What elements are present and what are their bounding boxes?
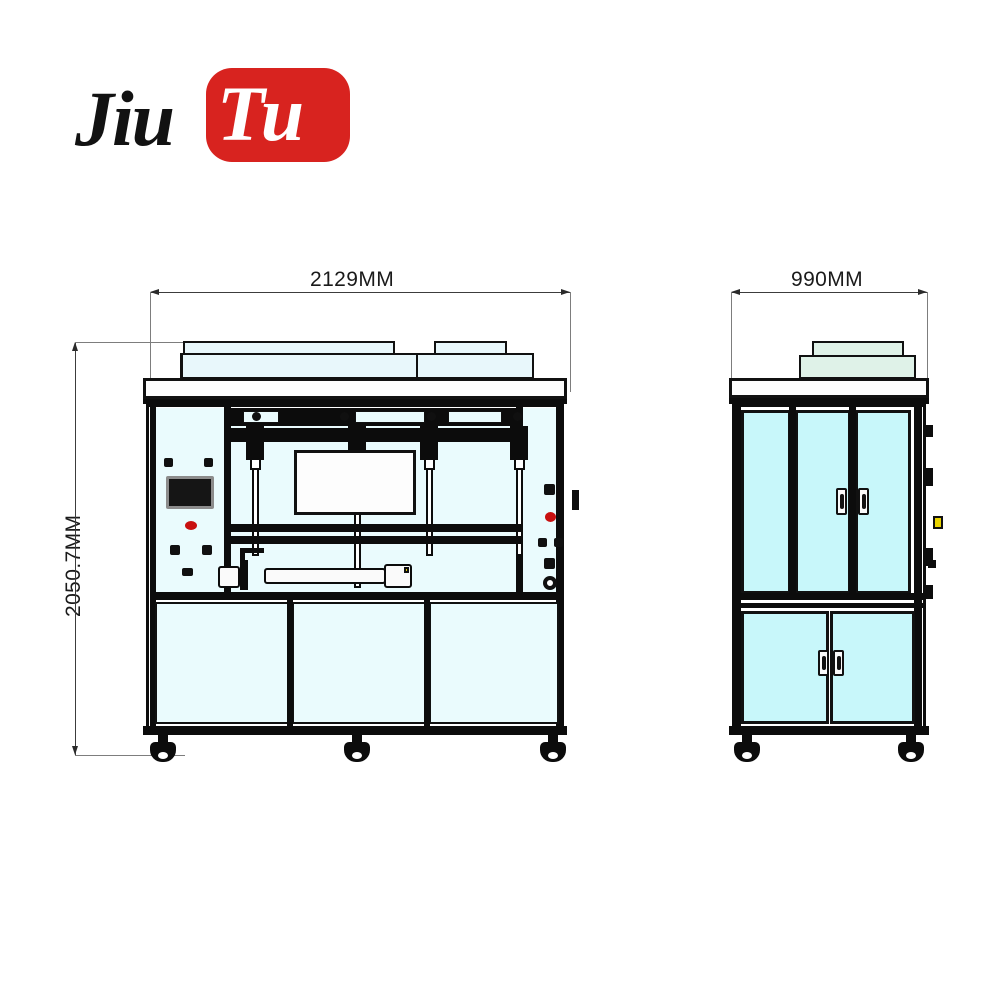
side-frame-column-right (914, 406, 922, 730)
extension-line-side-left (731, 292, 732, 392)
slide-indicator (404, 567, 409, 573)
right-button-2[interactable] (538, 538, 547, 547)
support-beam-lower (150, 592, 562, 600)
dimension-arrow-right (561, 289, 570, 295)
logo-text-tu: Tu (217, 70, 304, 157)
logo-text-jiu: Jiu (75, 75, 175, 162)
side-mullion-2 (849, 406, 856, 596)
dimension-front-width-label: 2129MM (310, 268, 395, 291)
slide-end-block (218, 566, 240, 588)
support-beam-mid (231, 536, 521, 544)
hmi-touchscreen[interactable] (166, 476, 214, 509)
brand-logo: Jiu Tu (75, 68, 350, 168)
gantry-lower-rail (231, 428, 517, 442)
side-mullion-1 (789, 406, 796, 596)
side-mount-tab (572, 490, 579, 510)
slide-cable-drop (240, 548, 245, 568)
right-connector-port (543, 576, 557, 590)
side-handle-lower-right[interactable] (833, 650, 844, 676)
extension-line-top (75, 342, 185, 343)
gantry-bolt-4 (513, 412, 522, 421)
dimension-front-height-label: 2050.7MM (62, 514, 85, 617)
dimension-arrow-side-right (918, 289, 927, 295)
panel-screw-right (204, 458, 213, 467)
side-handle-upper-right[interactable] (858, 488, 869, 515)
side-lower-door-right[interactable] (830, 611, 915, 724)
lower-divider-1 (287, 600, 293, 726)
extension-line-side-right (927, 292, 928, 392)
gantry-bolt-2 (340, 412, 349, 421)
column-inner-left (224, 406, 231, 598)
side-upper-door-1[interactable] (741, 410, 791, 594)
right-button-4[interactable] (544, 558, 555, 569)
lower-panel-3[interactable] (429, 602, 559, 724)
lower-panel-2[interactable] (292, 602, 427, 724)
logo-badge-shape (206, 68, 350, 162)
gantry-plate-2 (355, 411, 425, 423)
gantry-plate-1 (243, 411, 279, 423)
dimension-arrow-left (150, 289, 159, 295)
top-cap-beam (143, 378, 567, 399)
side-base-rail (729, 726, 929, 735)
side-cable-connector (933, 516, 943, 529)
top-cap-shadow (143, 399, 567, 404)
slide-bracket (240, 560, 248, 590)
dimension-side-width-label: 990MM (791, 268, 864, 291)
panel-button-left[interactable] (170, 545, 180, 555)
side-handle-upper-left[interactable] (836, 488, 847, 515)
support-beam-upper (231, 524, 521, 532)
side-accessory-tab-4 (928, 560, 936, 568)
extension-line-bottom (75, 755, 185, 756)
linear-slide-rail (264, 568, 386, 584)
slide-cable-arm (240, 548, 264, 553)
panel-screw-left (164, 458, 173, 467)
panel-button-lower[interactable] (182, 568, 193, 576)
side-frame-column-left (735, 406, 741, 730)
side-mid-rail-2 (735, 603, 923, 608)
extension-line-right (570, 292, 571, 392)
column-left (150, 406, 156, 730)
side-handle-lower-left[interactable] (818, 650, 829, 676)
dimension-front-width-line (150, 292, 570, 293)
side-top-cap-shadow (729, 398, 929, 404)
dimension-arrow-down (71, 746, 78, 755)
gantry-bolt-3 (427, 412, 436, 421)
gantry-plate-3 (448, 411, 502, 423)
dimension-side-width-line (731, 292, 927, 293)
side-hood-lower (799, 355, 916, 379)
gantry-bolt-1 (252, 412, 261, 421)
side-accessory-tab-3 (925, 548, 933, 566)
base-rail (143, 726, 567, 735)
right-button-1[interactable] (544, 484, 555, 495)
right-indicator-lamp (545, 512, 556, 522)
side-top-cap (729, 378, 929, 398)
side-accessory-tab-1 (925, 425, 933, 437)
right-button-3[interactable] (554, 538, 563, 547)
dimension-front-height-line (75, 342, 76, 755)
emergency-stop-button[interactable] (185, 521, 197, 530)
lower-panel-1[interactable] (155, 602, 290, 724)
side-mid-rail (735, 593, 923, 600)
column-right (556, 406, 562, 730)
side-lower-door-left[interactable] (741, 611, 829, 724)
process-window (294, 450, 416, 515)
dimension-arrow-side-left (731, 289, 740, 295)
hood-lower-right (416, 353, 534, 379)
lower-divider-2 (424, 600, 430, 726)
dimension-arrow-up (71, 342, 78, 351)
panel-button-right[interactable] (202, 545, 212, 555)
side-accessory-tab-5 (925, 585, 933, 599)
side-accessory-tab-2 (925, 468, 933, 486)
